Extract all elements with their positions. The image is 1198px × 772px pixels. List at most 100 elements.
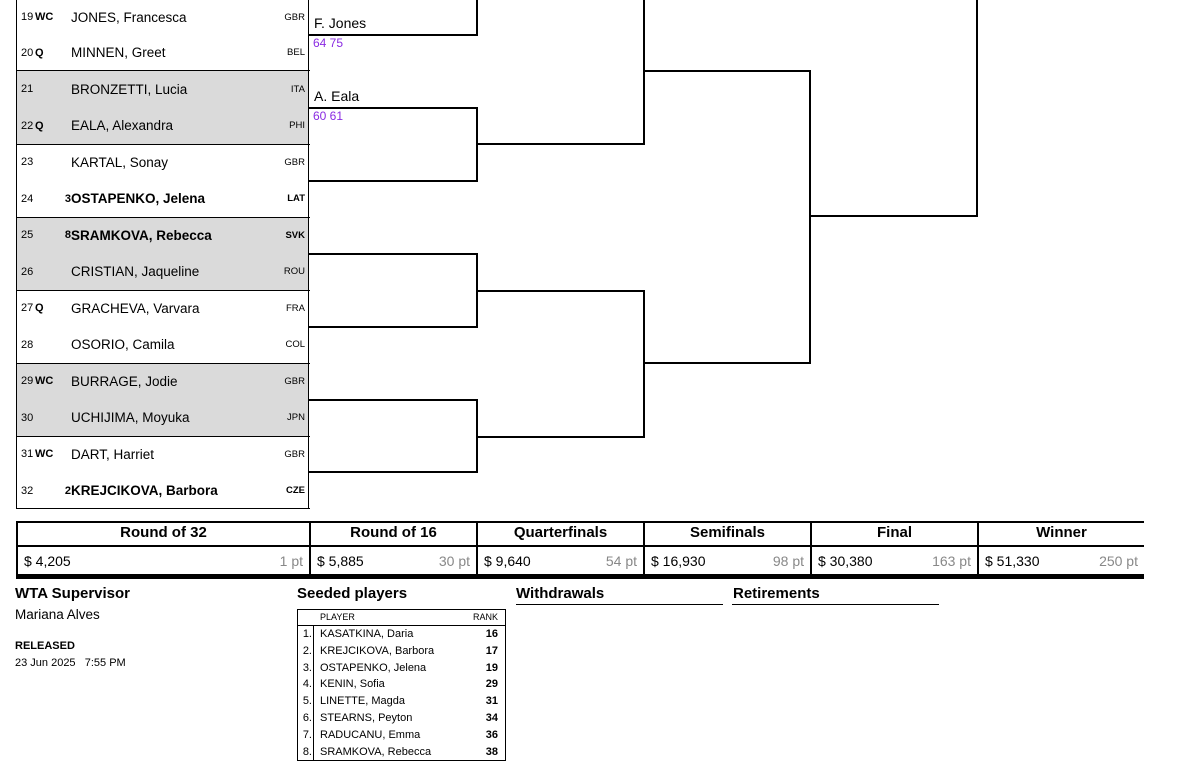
prize-points: 163 pt	[932, 553, 971, 569]
player-name: EALA, Alexandra	[71, 118, 174, 133]
player-name: SRAMKOVA, Rebecca	[71, 228, 212, 243]
match-score: 64 75	[313, 36, 344, 50]
draw-position: 23	[21, 156, 34, 168]
seed-index: 3.	[302, 661, 312, 674]
player-name: UCHIJIMA, Moyuka	[71, 410, 190, 425]
player-country: LAT	[287, 193, 305, 204]
seeded-player-name: OSTAPENKO, Jelena	[320, 661, 427, 674]
seeded-player-rank: 29	[485, 678, 498, 691]
seeded-row: 7. RADUCANU, Emma 36	[298, 727, 505, 744]
match-winner: F. Jones	[314, 15, 367, 31]
draw-position: 21	[21, 83, 34, 95]
prize-money: $ 51,330	[985, 553, 1040, 569]
prize-points: 30 pt	[438, 553, 470, 569]
entry-status: WC	[35, 11, 54, 23]
draw-position: 30	[21, 412, 34, 424]
retirements-title: Retirements	[733, 585, 820, 602]
player-country: SVK	[285, 230, 305, 241]
draw-position: 24	[21, 193, 34, 205]
prize-round-header: Semifinals	[643, 521, 810, 545]
seeded-player-name: KENIN, Sofia	[320, 678, 385, 691]
match-winner: A. Eala	[314, 88, 360, 104]
player-country: BEL	[287, 47, 305, 58]
draw-position: 26	[21, 266, 34, 278]
entry-status: WC	[35, 448, 54, 460]
player-country: GBR	[284, 449, 305, 460]
seeded-player-name: KASATKINA, Daria	[320, 628, 414, 640]
seeded-player-rank: 31	[485, 695, 498, 708]
seed-number: 8	[64, 229, 71, 241]
supervisor-name: Mariana Alves	[15, 607, 100, 622]
player-country: FRA	[286, 303, 305, 314]
player-country: JPN	[287, 412, 305, 423]
released-label: RELEASED	[15, 640, 75, 652]
prize-cell: $ 4,205 1 pt	[16, 546, 309, 576]
entry-status: Q	[35, 47, 44, 59]
player-name: KARTAL, Sonay	[71, 155, 169, 170]
player-name: KREJCIKOVA, Barbora	[71, 483, 218, 498]
seeded-player-rank: 36	[485, 728, 498, 741]
prize-money: $ 5,885	[317, 553, 364, 569]
withdrawals-title: Withdrawals	[516, 585, 605, 602]
prize-money: $ 9,640	[484, 553, 531, 569]
prize-points: 98 pt	[772, 553, 804, 569]
seed-index: 1.	[302, 628, 312, 640]
draw-position: 28	[21, 339, 34, 351]
seeded-title: Seeded players	[297, 585, 408, 602]
prize-money: $ 16,930	[651, 553, 706, 569]
seeded-player-rank: 38	[485, 745, 498, 758]
prize-round-header: Winner	[977, 521, 1144, 545]
seeded-row: 1. KASATKINA, Daria 16	[298, 626, 505, 643]
player-country: ROU	[283, 266, 305, 277]
draw-row: 30 UCHIJIMA, Moyuka JPN	[16, 400, 309, 436]
draw-position: 22	[21, 120, 34, 132]
draw-position: 25	[21, 229, 34, 241]
player-name: JONES, Francesca	[71, 10, 187, 25]
player-name: BURRAGE, Jodie	[71, 374, 178, 389]
draw-position: 31	[21, 448, 34, 460]
player-name: OSORIO, Camila	[71, 337, 175, 352]
prize-points: 1 pt	[279, 553, 303, 569]
seeded-player-name: SRAMKOVA, Rebecca	[320, 745, 432, 758]
player-country: CZE	[286, 485, 305, 496]
prize-money: $ 4,205	[24, 553, 71, 569]
seed-index: 7.	[302, 728, 312, 741]
player-name: MINNEN, Greet	[71, 45, 166, 60]
prize-round-header: Final	[810, 521, 977, 545]
entry-status: Q	[35, 120, 44, 132]
draw-row: 28 OSORIO, Camila COL	[16, 327, 309, 363]
draw-position: 19	[21, 11, 34, 23]
player-country: COL	[285, 339, 305, 350]
seeded-player-rank: 16	[485, 628, 498, 640]
prize-round-header: Round of 16	[309, 521, 476, 545]
seeded-player-rank: 34	[485, 712, 498, 724]
seeded-player-rank: 17	[485, 644, 498, 657]
seeded-player-name: RADUCANU, Emma	[320, 728, 421, 741]
player-name: CRISTIAN, Jaqueline	[71, 264, 200, 279]
player-country: GBR	[284, 157, 305, 168]
seed-index: 2.	[302, 644, 312, 657]
draw-position: 32	[21, 485, 34, 497]
player-country: ITA	[290, 84, 305, 95]
released-date: 23 Jun 2025 7:55 PM	[15, 657, 126, 669]
prize-cell: $ 5,885 30 pt	[309, 546, 476, 576]
prize-round-header: Round of 32	[16, 521, 309, 545]
player-name: OSTAPENKO, Jelena	[71, 191, 206, 206]
supervisor-title: WTA Supervisor	[15, 585, 131, 602]
entry-status: WC	[35, 375, 54, 387]
